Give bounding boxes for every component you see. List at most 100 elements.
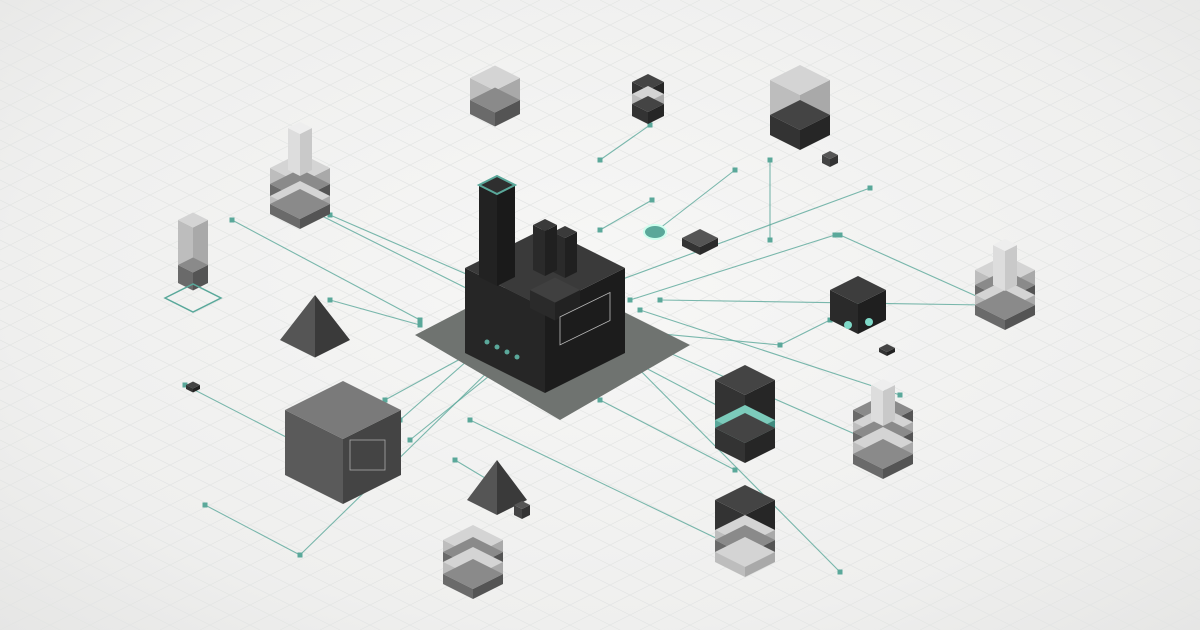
- grid-line: [1159, 0, 1200, 21]
- chimney-accent-ring: [476, 174, 518, 196]
- tower-lower-right-layer-left-face: [853, 454, 883, 479]
- tiny-chip-top-face: [186, 381, 200, 389]
- grid-line: [1119, 0, 1200, 41]
- tower-right-pillar-left-face: [993, 245, 1005, 291]
- circuit-icon: [349, 439, 386, 471]
- factory-port: [484, 339, 490, 345]
- grid-line: [0, 0, 421, 211]
- connection-line: [639, 309, 901, 396]
- connection-node: [327, 297, 333, 303]
- pyramid-side-block-top-face: [514, 501, 530, 509]
- router-device-right-face: [700, 238, 718, 255]
- small-block-top-face: [822, 151, 838, 159]
- pyramid-bottom-right-face: [497, 460, 527, 515]
- small-server-layer-top-face: [632, 86, 664, 102]
- tower-lower-right-pillar-left-face: [871, 385, 883, 426]
- grid-line: [959, 0, 1200, 121]
- small-server-layer-left-face: [632, 104, 648, 124]
- tower-bottom-right-layer-top-face: [715, 537, 775, 567]
- factory-roof-block-top-face: [553, 226, 577, 238]
- pyramid-side-block-left-face: [514, 505, 522, 519]
- grid-line: [959, 509, 1200, 630]
- grid-line: [879, 469, 1200, 630]
- factory-roof-block-top-face: [533, 219, 557, 231]
- grid-line: [1039, 549, 1200, 630]
- connection-line: [619, 187, 871, 281]
- cube-top-layer-left-face: [470, 100, 495, 127]
- server-tower: [715, 365, 775, 463]
- grid-line: [759, 0, 1200, 221]
- factory-chimney-left-face: [479, 185, 497, 286]
- tower-bottom-right-layer-top-face: [715, 485, 775, 515]
- grid-line: [919, 0, 1200, 141]
- grid-line: [1079, 569, 1200, 630]
- grid-line: [599, 329, 1200, 630]
- connection-line: [654, 169, 736, 233]
- glow-eye: [844, 321, 852, 329]
- connection-node: [837, 569, 843, 575]
- tower-top-right-layer-top-face: [770, 100, 830, 130]
- connection-line: [599, 124, 651, 161]
- dark-cube-top-face: [830, 276, 886, 304]
- connection-node: [597, 227, 603, 233]
- grid-line: [919, 489, 1200, 630]
- factory-chimney-right-face: [497, 185, 515, 286]
- server-tower-layer-top-face: [715, 413, 775, 443]
- connection-line: [204, 504, 301, 556]
- tower-right-layer-top-face: [975, 290, 1035, 320]
- pyramid-left: [280, 295, 350, 358]
- pyramid-left-right-face: [315, 295, 350, 358]
- tower-top-left-layer-left-face: [270, 204, 300, 229]
- grid-line: [439, 249, 1200, 630]
- factory-roof-block-right-face: [545, 225, 557, 276]
- factory-front-block-top-face: [530, 277, 580, 303]
- grid-line: [1079, 0, 1200, 61]
- pillar-right-face: [300, 128, 312, 176]
- server-tower-layer-top-face: [715, 365, 775, 395]
- cube-top-layer-right-face: [495, 100, 520, 127]
- tower-bottom-layer-right-face: [473, 574, 503, 599]
- tower-left-layer-top-face: [178, 212, 208, 228]
- tiny-chip-right-face: [887, 348, 895, 356]
- small-server-layer-top-face: [632, 96, 664, 112]
- connection-line: [231, 219, 421, 321]
- connection-node: [732, 167, 738, 173]
- grid-line: [319, 189, 1200, 630]
- sensor-node: [643, 224, 667, 240]
- connection-line: [619, 349, 841, 573]
- grid-line: [879, 0, 1200, 161]
- connection-node: [597, 397, 603, 403]
- tower-top-left-layer-right-face: [300, 204, 330, 229]
- pyramid-side-block-right-face: [522, 505, 530, 519]
- grid-line: [1119, 589, 1200, 630]
- tower-left-layer-left-face: [178, 265, 193, 291]
- tower-left-layer-right-face: [193, 265, 208, 291]
- connection-node: [657, 297, 663, 303]
- grid-line: [159, 109, 1200, 630]
- connection-node: [407, 437, 413, 443]
- pyramid-bottom-left-face: [467, 460, 497, 515]
- grid-line: [0, 0, 101, 51]
- cube-top-layer-top-face: [470, 65, 520, 91]
- pyramid-bottom: [467, 460, 527, 515]
- grid-line: [0, 0, 261, 131]
- tower-right-pillar-top-face: [993, 239, 1017, 251]
- connection-line: [469, 419, 721, 541]
- grid-line: [839, 449, 1200, 630]
- grid-line: [0, 459, 341, 630]
- grid-line: [1039, 0, 1200, 81]
- connection-node: [417, 317, 423, 323]
- tower-bottom-layer-top-face: [443, 559, 503, 589]
- grid-line: [799, 0, 1200, 201]
- connection-line: [599, 399, 736, 471]
- factory-roof-block-right-face: [565, 232, 577, 278]
- big-cube-top-face: [285, 381, 401, 439]
- server-tower-layer-right-face: [745, 428, 775, 463]
- tower-bottom-layer-left-face: [443, 574, 473, 599]
- grid-line: [679, 369, 1200, 630]
- grid-line: [679, 0, 1200, 261]
- factory-front-block-right-face: [555, 290, 580, 321]
- connection-node: [382, 397, 388, 403]
- connection-node: [229, 217, 235, 223]
